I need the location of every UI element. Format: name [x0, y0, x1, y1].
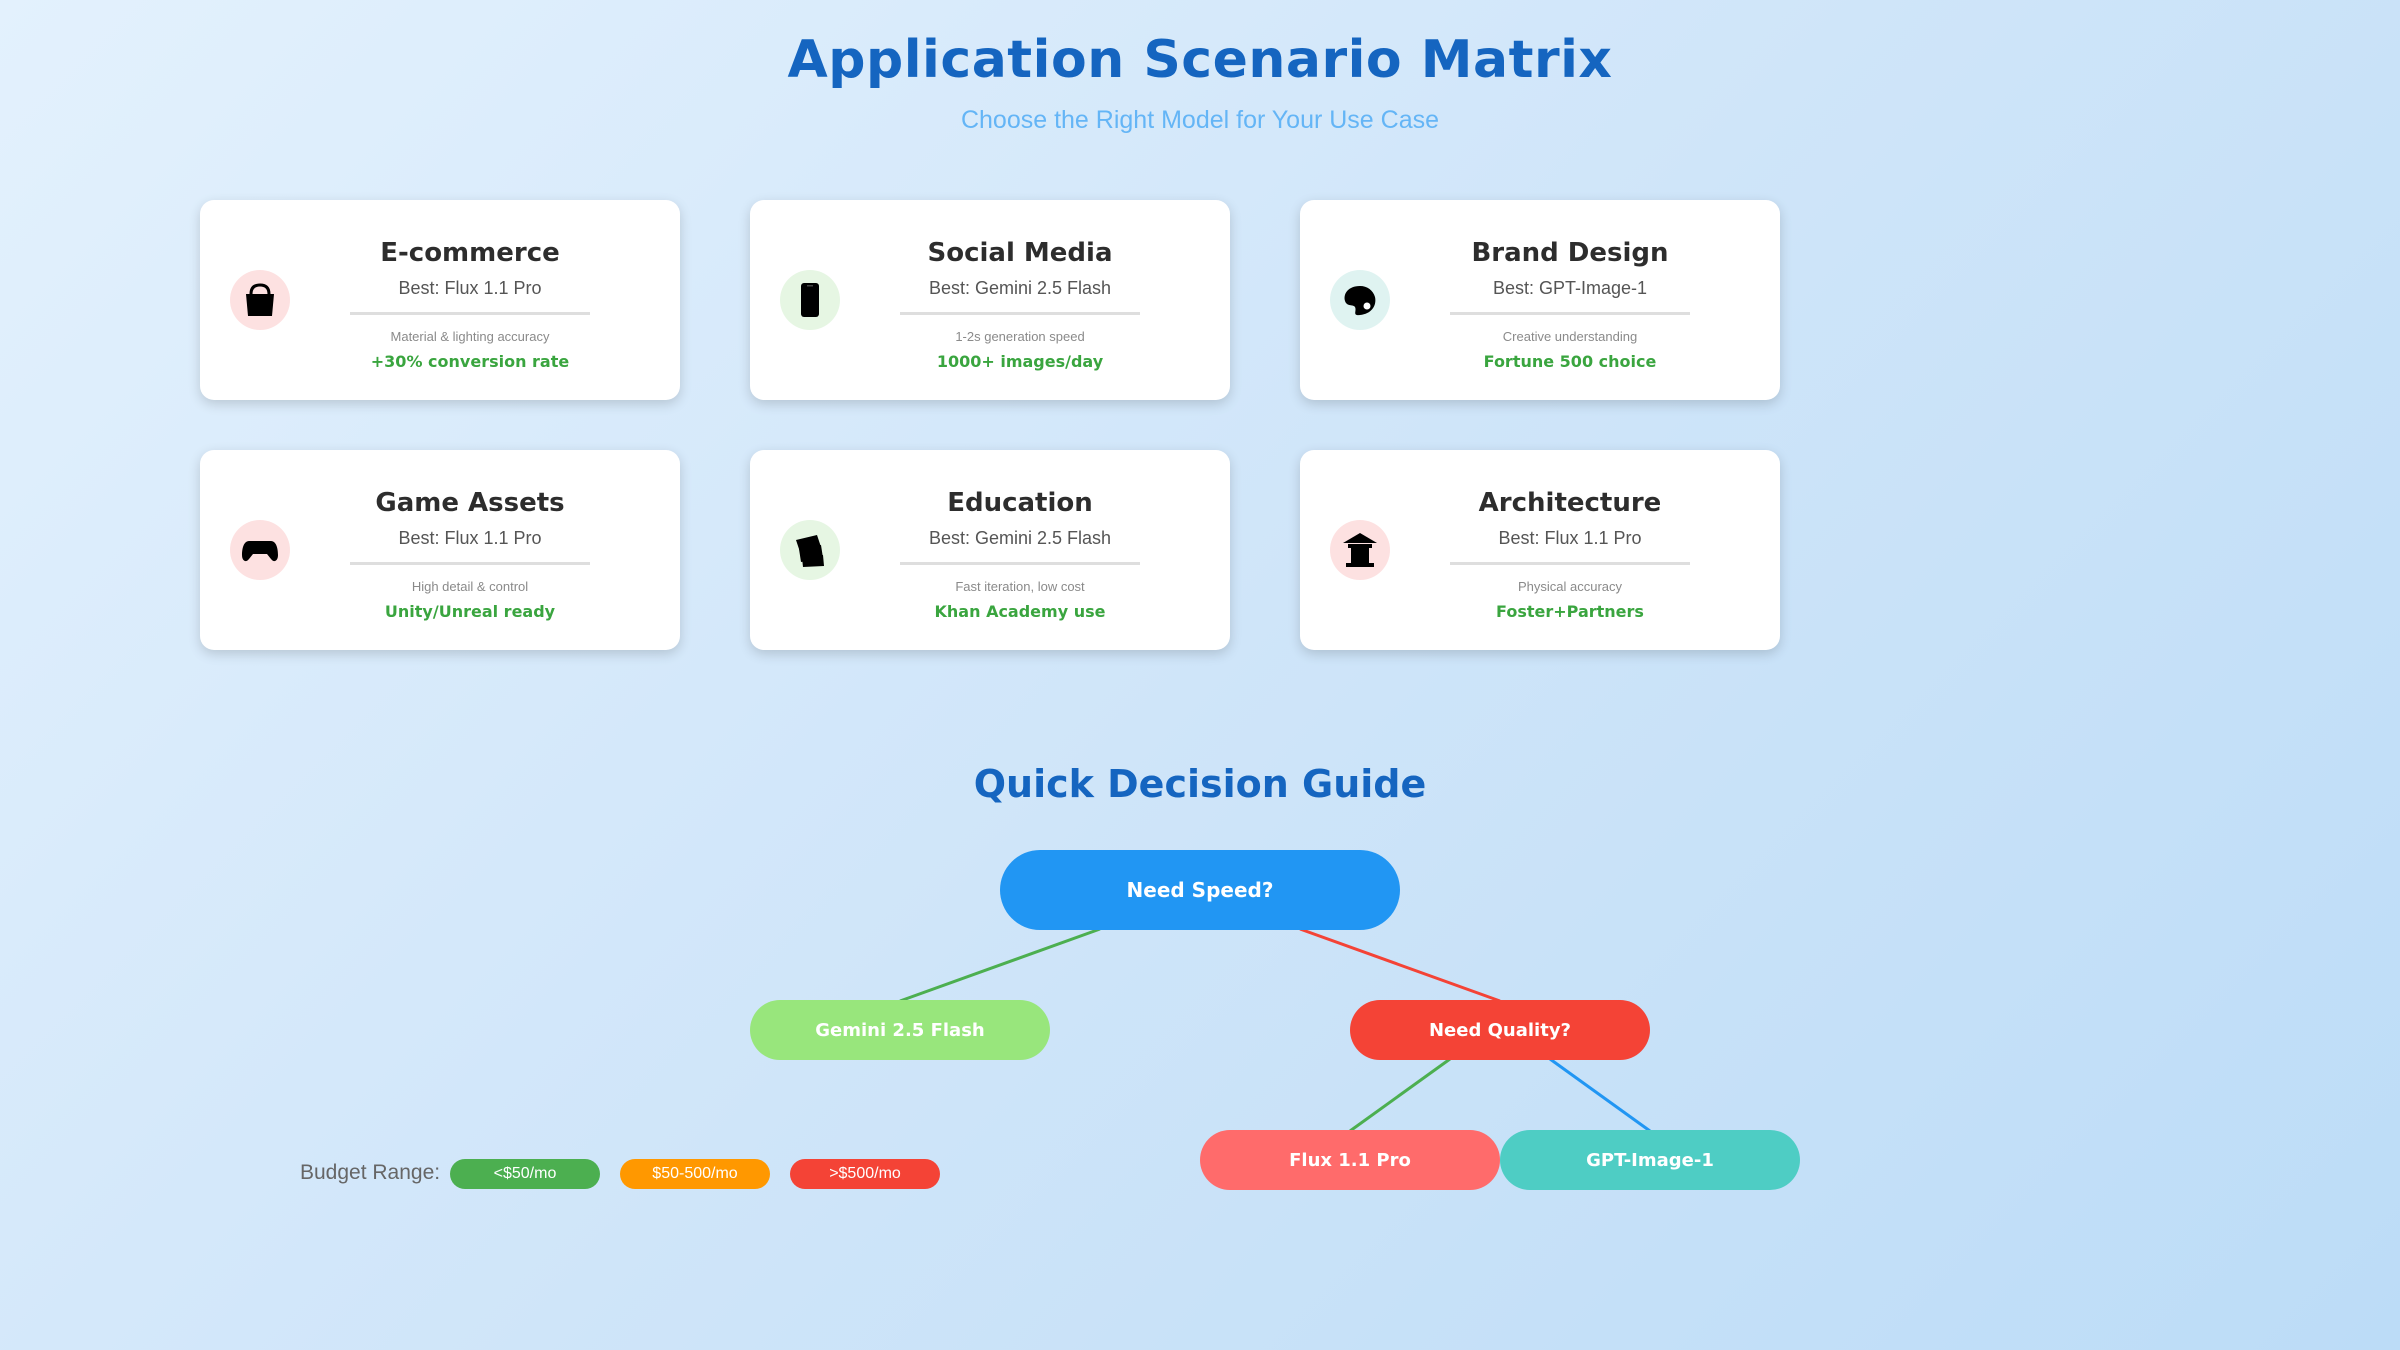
scenario-card-ecommerce: E-commerce Best: Flux 1.1 Pro Material &…	[200, 200, 680, 400]
decision-node-gemini-flash: Gemini 2.5 Flash	[750, 1000, 1050, 1060]
card-metric: Material & lighting accuracy	[390, 329, 550, 344]
card-result: Unity/Unreal ready	[384, 602, 556, 621]
budget-pill-high: >$500/mo	[790, 1159, 940, 1189]
card-divider	[1450, 562, 1690, 565]
card-title: Game Assets	[375, 488, 565, 518]
shopping-bag-icon	[230, 270, 290, 330]
card-best-model: Best: Flux 1.1 Pro	[1498, 528, 1642, 548]
decision-node-flux-pro: Flux 1.1 Pro	[1200, 1130, 1500, 1190]
page-subtitle: Choose the Right Model for Your Use Case	[960, 106, 1440, 134]
card-result: 1000+ images/day	[936, 352, 1104, 371]
game-controller-icon	[230, 520, 290, 580]
card-metric: Fast iteration, low cost	[955, 579, 1085, 594]
edge-root-to-quality	[1299, 927, 1501, 1003]
scenario-card-architecture: Architecture Best: Flux 1.1 Pro Physical…	[1300, 450, 1780, 650]
palette-icon	[1330, 270, 1390, 330]
edge-root-to-speed-yes	[899, 927, 1101, 1003]
card-divider	[900, 312, 1140, 315]
card-metric: Physical accuracy	[1517, 579, 1623, 594]
card-title: Brand Design	[1471, 238, 1669, 268]
card-divider	[350, 562, 590, 565]
scenario-card-brand-design: Brand Design Best: GPT-Image-1 Creative …	[1300, 200, 1780, 400]
card-metric: Creative understanding	[1502, 329, 1638, 344]
card-result: Fortune 500 choice	[1483, 352, 1657, 371]
books-icon	[780, 520, 840, 580]
card-title: Social Media	[927, 238, 1113, 268]
card-title: Education	[947, 488, 1093, 518]
card-result: +30% conversion rate	[370, 352, 570, 371]
decision-node-need-speed: Need Speed?	[1000, 850, 1400, 930]
card-divider	[350, 312, 590, 315]
decision-node-gpt-image: GPT-Image-1	[1500, 1130, 1800, 1190]
card-title: Architecture	[1478, 488, 1662, 518]
card-best-model: Best: Gemini 2.5 Flash	[928, 278, 1112, 298]
budget-pill-low: <$50/mo	[450, 1159, 600, 1189]
card-metric: 1-2s generation speed	[955, 329, 1085, 344]
mobile-phone-icon	[780, 270, 840, 330]
card-divider	[900, 562, 1140, 565]
card-best-model: Best: GPT-Image-1	[1492, 278, 1648, 298]
card-divider	[1450, 312, 1690, 315]
card-best-model: Best: Gemini 2.5 Flash	[928, 528, 1112, 548]
decision-guide-title: Quick Decision Guide	[973, 762, 1427, 806]
budget-pill-mid: $50-500/mo	[620, 1159, 770, 1189]
budget-range-label: Budget Range:	[300, 1161, 441, 1184]
card-result: Khan Academy use	[934, 602, 1106, 621]
card-metric: High detail & control	[411, 579, 529, 594]
card-title: E-commerce	[380, 238, 560, 268]
edge-quality-to-right	[1549, 1057, 1651, 1133]
decision-node-need-quality: Need Quality?	[1350, 1000, 1650, 1060]
card-result: Foster+Partners	[1496, 602, 1644, 621]
building-icon	[1330, 520, 1390, 580]
scenario-card-social-media: Social Media Best: Gemini 2.5 Flash 1-2s…	[750, 200, 1230, 400]
page-title: Application Scenario Matrix	[787, 30, 1613, 90]
scenario-card-game-assets: Game Assets Best: Flux 1.1 Pro High deta…	[200, 450, 680, 650]
scenario-card-education: Education Best: Gemini 2.5 Flash Fast it…	[750, 450, 1230, 650]
card-best-model: Best: Flux 1.1 Pro	[398, 278, 542, 298]
card-best-model: Best: Flux 1.1 Pro	[398, 528, 542, 548]
edge-quality-to-left	[1349, 1057, 1451, 1133]
